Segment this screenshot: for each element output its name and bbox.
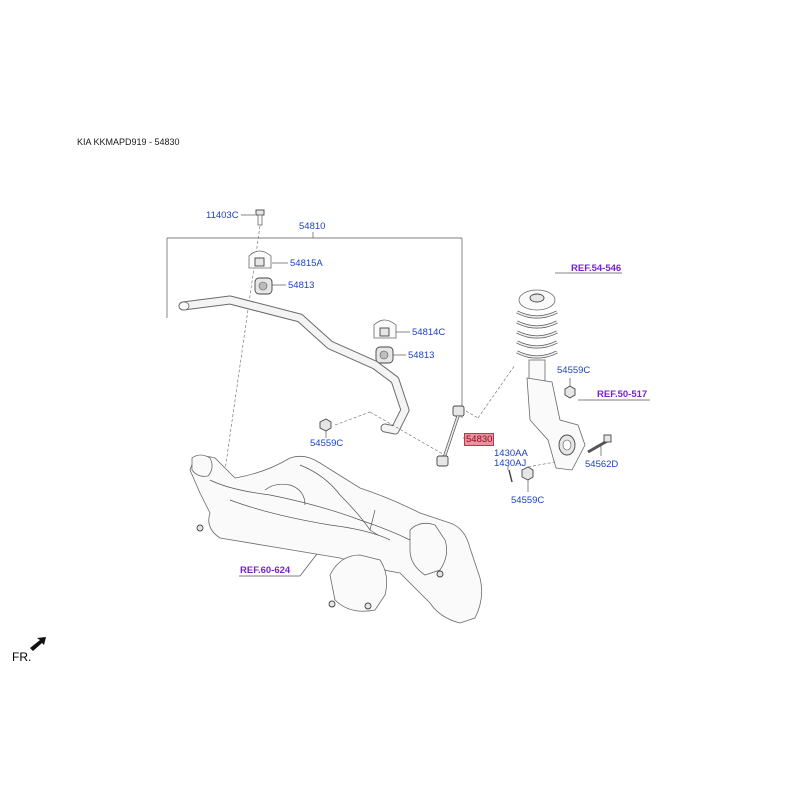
stabilizer-link-54830 — [436, 405, 470, 467]
nut-54559c-left — [319, 418, 332, 438]
label-11403c[interactable]: 11403C — [206, 210, 239, 221]
group-bracket-54810 — [166, 232, 463, 418]
pin-1430aa — [507, 466, 513, 483]
ref-link-50-517[interactable]: REF.50-517 — [597, 389, 648, 400]
front-arrow-icon — [30, 637, 46, 651]
bolt-11403c — [241, 209, 265, 226]
subframe-crossmember — [189, 454, 483, 624]
diagram-header: KIA KKMAPD919 - 54830 — [77, 137, 180, 147]
nut-54559c-strut — [564, 378, 576, 399]
label-1430aa[interactable]: 1430AA — [494, 448, 528, 459]
label-54559c-strut[interactable]: 54559C — [557, 365, 591, 376]
label-54810[interactable]: 54810 — [299, 221, 326, 232]
label-54559c-left[interactable]: 54559C — [310, 438, 344, 449]
label-54813-left[interactable]: 54813 — [288, 280, 315, 291]
bushing-54813-right — [375, 346, 406, 364]
ref-link-60-624[interactable]: REF.60-624 — [240, 565, 291, 576]
front-orientation-label: FR. — [12, 650, 32, 664]
nut-54559c-bottom — [521, 466, 534, 492]
label-1430aj[interactable]: 1430AJ — [494, 458, 527, 469]
label-54815a[interactable]: 54815A — [290, 258, 323, 269]
steering-knuckle — [526, 377, 586, 471]
label-54814c[interactable]: 54814C — [412, 327, 446, 338]
label-54813-right[interactable]: 54813 — [408, 350, 435, 361]
stabilizer-bar-54810 — [178, 295, 410, 435]
label-54559c-bottom[interactable]: 54559C — [511, 495, 545, 506]
bolt-54562d — [587, 434, 612, 456]
bushing-54813-left — [254, 277, 286, 295]
label-54830-highlighted[interactable]: 54830 — [464, 433, 495, 446]
label-54562d[interactable]: 54562D — [585, 459, 619, 470]
clamp-54814c — [373, 319, 410, 339]
ref-link-54-546[interactable]: REF.54-546 — [571, 263, 622, 274]
clamp-54815a — [248, 250, 288, 269]
